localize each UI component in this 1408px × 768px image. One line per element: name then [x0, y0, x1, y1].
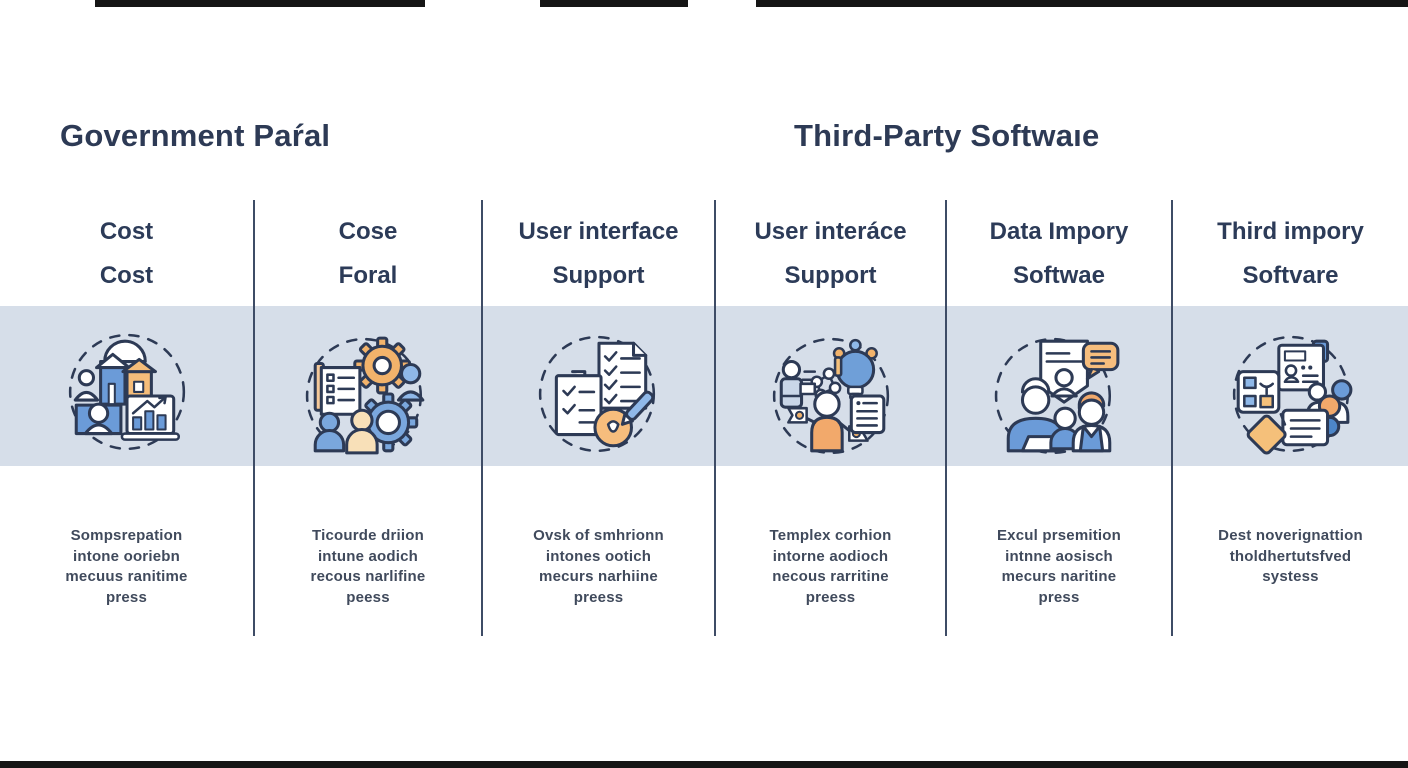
description-line: press [105, 588, 148, 606]
heading-line-2: Softvare [1242, 262, 1339, 289]
heading-line-2: Foral [338, 262, 398, 289]
column-description: Sompsrepation intone ooriebn mecuus rani… [65, 526, 187, 608]
column-data-impory-softwae: Data Impory Softwae [947, 200, 1173, 636]
heading-line-2: Support [784, 262, 877, 289]
heading-line-1: Data Impory [989, 218, 1129, 245]
description-line: Dest noverignattion [1218, 527, 1363, 544]
column-description: Dest noverignattion tholdhertutsfved sys… [1218, 526, 1363, 588]
column-heading: Cose Foral [339, 200, 398, 316]
description-line: preess [573, 588, 624, 606]
column-user-interface-support: User interface Support [483, 200, 716, 636]
icon-band [0, 306, 1408, 466]
column-heading: User interáce Support [754, 200, 906, 316]
right-group-title: Third-Party Softwaıe [794, 118, 1100, 153]
description-line: preess [805, 588, 856, 606]
top-edge-bar-segment [540, 0, 688, 7]
heading-line-2: Softwae [1012, 262, 1105, 289]
description-line: tholdhertutsfved [1229, 547, 1352, 565]
description-line: Sompsrepation [70, 527, 183, 544]
description-line: intnne aosisch [1005, 547, 1113, 565]
document-discussion-people-icon [992, 316, 1126, 476]
description-line: mecurs narhiine [539, 568, 658, 585]
column-heading: Cost Cost [100, 200, 153, 316]
column-description: Ticourde driion intune aodich recous nar… [311, 526, 426, 608]
column-heading: Data Impory Softwae [990, 200, 1129, 316]
idea-lightbulb-person-icon [764, 316, 898, 476]
bottom-edge-bar [0, 761, 1408, 768]
description-line: press [1038, 588, 1080, 606]
comparison-columns: Cost Cost [0, 200, 1408, 636]
cost-buildings-chart-icon [60, 316, 194, 476]
heading-line-1: User interáce [754, 218, 907, 245]
description-line: intorne aodioch [772, 547, 889, 565]
description-line: mecuus ranitime [65, 568, 188, 585]
left-group-title: Government Paŕal [60, 118, 331, 153]
heading-line-2: Support [552, 262, 645, 289]
column-heading: User interface Support [518, 200, 678, 316]
description-line: mecurs naritine [1001, 568, 1117, 585]
description-line: Templex corhion [769, 527, 892, 544]
column-description: Ovsk of smhrionn intones ootich mecurs n… [533, 526, 664, 608]
description-line: intones ootich [545, 547, 652, 565]
description-line: systess [1262, 568, 1319, 585]
heading-line-1: Cose [338, 218, 398, 245]
column-description: Excul prsemition intnne aosisch mecurs n… [997, 526, 1121, 608]
heading-line-2: Cost [99, 262, 154, 289]
heading-line-1: Third impory [1217, 218, 1364, 245]
gears-team-checklist-icon [301, 316, 435, 476]
column-cose-foral: Cose Foral [255, 200, 483, 636]
description-line: Ovsk of smhrionn [533, 527, 664, 544]
description-line: necous rarritine [772, 568, 889, 585]
description-line: recous narlifine [310, 568, 426, 585]
heading-line-1: User interface [518, 218, 679, 245]
integration-documents-people-icon [1224, 316, 1358, 476]
description-line: Ticourde driion [312, 527, 424, 544]
top-edge-bar-segment [95, 0, 425, 7]
heading-line-1: Cost [99, 218, 154, 245]
checklist-documents-pencil-icon [532, 316, 666, 476]
column-heading: Third impory Softvare [1217, 200, 1364, 316]
description-line: peess [346, 588, 390, 606]
column-cost: Cost Cost [0, 200, 255, 636]
column-user-interace-support: User interáce Support [716, 200, 947, 636]
column-description: Templex corhion intorne aodioch necous r… [770, 526, 892, 608]
column-third-impory-softvare: Third impory Softvare [1173, 200, 1408, 636]
top-edge-bar-segment [756, 0, 1408, 7]
description-line: intune aodich [317, 547, 419, 565]
description-line: Excul prsemition [996, 527, 1122, 544]
description-line: intone ooriebn [73, 547, 180, 565]
